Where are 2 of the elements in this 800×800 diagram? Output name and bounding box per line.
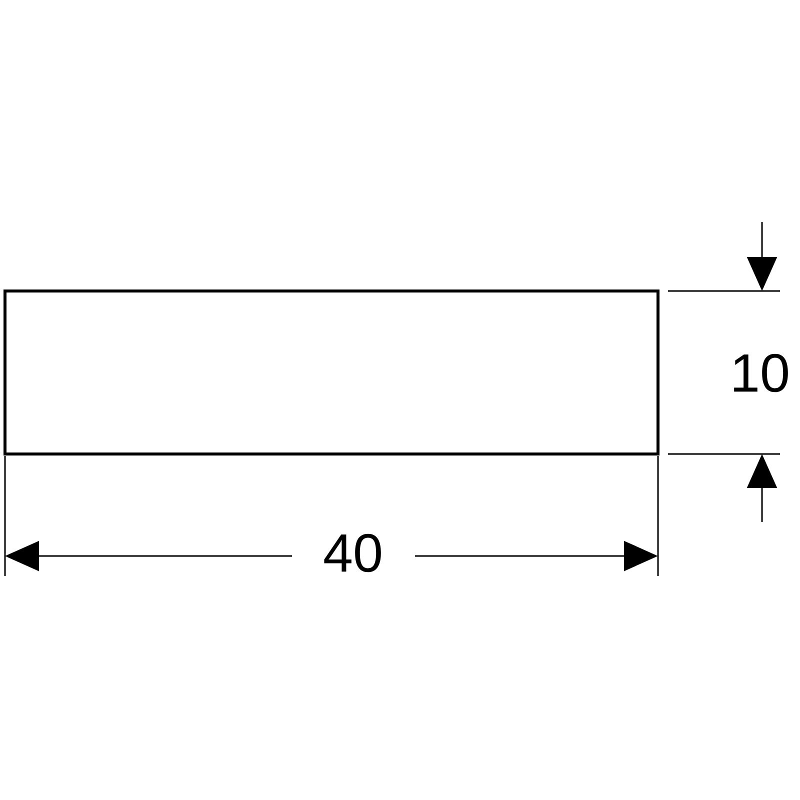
dimension-label: 10 [734,354,788,392]
dimension-label: 40 [324,534,381,572]
